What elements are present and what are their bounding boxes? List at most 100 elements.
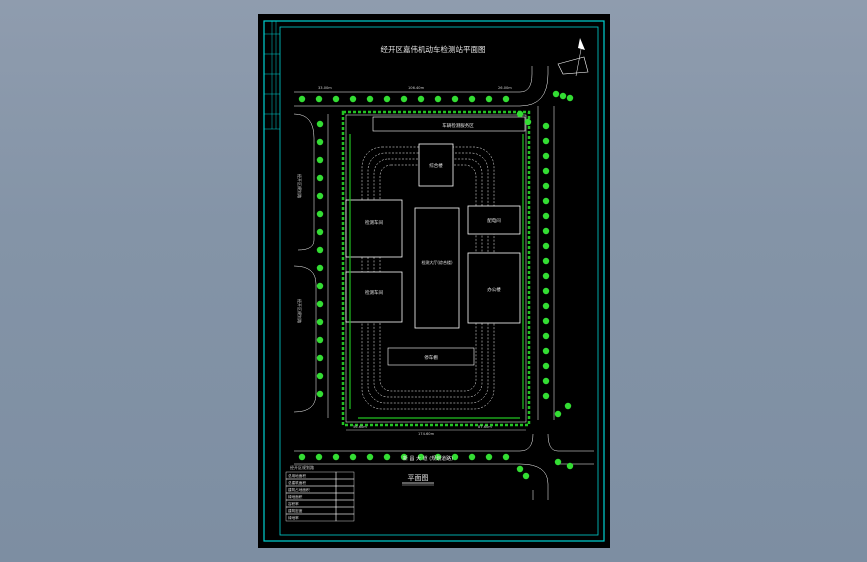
svg-text:26.00m: 26.00m: [498, 86, 512, 90]
building-west-top: 检测车间: [345, 199, 403, 258]
tree-icon: [316, 354, 324, 362]
tree-icon: [316, 318, 324, 326]
table-row-label: 绿地面积: [288, 494, 303, 499]
tree-icon: [316, 282, 324, 290]
tree-icon: [542, 257, 550, 265]
tree-icon: [542, 167, 550, 175]
tree-icon: [298, 95, 306, 103]
tree-icon: [332, 453, 340, 461]
svg-text:检测大厅(综合楼): 检测大厅(综合楼): [421, 259, 453, 265]
table-row-label: 绿地率: [288, 515, 299, 520]
cad-drawing-sheet: 经开区嘉伟机动车检测站平面图: [258, 14, 610, 548]
inner-frame: [279, 26, 599, 536]
tree-icon: [298, 453, 306, 461]
tree-icon: [400, 453, 408, 461]
building-south-strip: 停车棚: [387, 347, 475, 366]
hedge-lines: [349, 134, 524, 419]
svg-text:174.60m: 174.60m: [418, 432, 435, 436]
tree-icon: [366, 95, 374, 103]
tree-icon: [542, 332, 550, 340]
tree-icon: [542, 212, 550, 220]
tree-icon: [516, 465, 524, 473]
north-road: [294, 66, 549, 107]
table-row-label: 建筑占地面积: [288, 487, 310, 492]
tree-icon: [316, 156, 324, 164]
tree-icon: [315, 95, 323, 103]
table-cell: [335, 513, 355, 522]
tree-icon: [468, 95, 476, 103]
west-road: [293, 113, 329, 418]
west-road-label: 经开区规划路: [297, 174, 303, 198]
tree-icon: [542, 302, 550, 310]
tree-icon: [315, 453, 323, 461]
tree-icon: [502, 95, 510, 103]
tree-icon: [542, 317, 550, 325]
building-center-hall: 检测大厅(综合楼): [414, 207, 460, 329]
tree-icon: [316, 228, 324, 236]
tree-icon: [542, 122, 550, 130]
tree-icon: [451, 95, 459, 103]
tree-icon: [316, 246, 324, 254]
tree-icon: [564, 402, 572, 410]
tree-icon: [542, 392, 550, 400]
tree-icon: [417, 95, 425, 103]
south-road-label: 新 昌 大 道 (规划道路): [403, 455, 453, 462]
building-north-center: 综合楼: [418, 143, 454, 187]
tree-icon: [516, 110, 524, 118]
tree-icon: [316, 336, 324, 344]
tree-icon: [434, 95, 442, 103]
tree-icon: [522, 472, 530, 480]
tree-icon: [316, 264, 324, 272]
tree-icon: [542, 347, 550, 355]
tree-icon: [349, 453, 357, 461]
tree-icon: [485, 95, 493, 103]
tree-icon: [566, 462, 574, 470]
tree-icon: [451, 453, 459, 461]
tree-icon: [542, 152, 550, 160]
tree-icon: [502, 453, 510, 461]
dimension-labels: 33.00m 106.40m 26.00m 56.60m 87.60m 174.…: [318, 86, 526, 436]
tree-icon: [542, 287, 550, 295]
south-road: [294, 433, 594, 500]
bottom-left-note: 经开区规划路: [290, 464, 314, 470]
table-row-label: 建筑密度: [288, 508, 303, 513]
east-road: [537, 106, 555, 420]
svg-text:配电间: 配电间: [487, 217, 501, 224]
building-east-large: 办公楼: [467, 252, 521, 324]
tree-icon: [434, 453, 442, 461]
tree-icon: [542, 182, 550, 190]
tree-icon: [542, 137, 550, 145]
svg-text:办公楼: 办公楼: [487, 286, 501, 293]
tree-icon: [542, 377, 550, 385]
tree-icon: [468, 453, 476, 461]
table-row-label: 总用地面积: [288, 473, 306, 478]
site-inner-line: [345, 114, 527, 423]
tree-icon: [316, 174, 324, 182]
tree-icon: [524, 118, 532, 126]
tree-icon: [542, 197, 550, 205]
tree-icon: [566, 94, 574, 102]
tree-icon: [316, 120, 324, 128]
building-east-small: 配电间: [467, 205, 521, 235]
tree-icon: [554, 410, 562, 418]
tree-icon: [316, 210, 324, 218]
plan-label: 平面图: [408, 474, 429, 482]
tree-icon: [366, 453, 374, 461]
tree-icon: [559, 92, 567, 100]
tree-icon: [552, 90, 560, 98]
svg-text:33.00m: 33.00m: [318, 86, 332, 90]
tree-icon: [542, 272, 550, 280]
building-west-bottom: 检测车间: [345, 271, 403, 323]
west-road-label-2: 经开区规划路: [297, 299, 303, 323]
trees: [298, 90, 574, 480]
outer-frame: [263, 20, 605, 542]
svg-text:56.60m: 56.60m: [353, 425, 367, 429]
tree-icon: [542, 242, 550, 250]
drawing-title: 经开区嘉伟机动车检测站平面图: [381, 44, 486, 54]
building-north-strip: 车辆检测服务区: [372, 116, 526, 132]
svg-text:87.60m: 87.60m: [478, 425, 492, 429]
table-row-label: 容积率: [288, 501, 299, 506]
tree-icon: [400, 95, 408, 103]
tree-icon: [417, 453, 425, 461]
